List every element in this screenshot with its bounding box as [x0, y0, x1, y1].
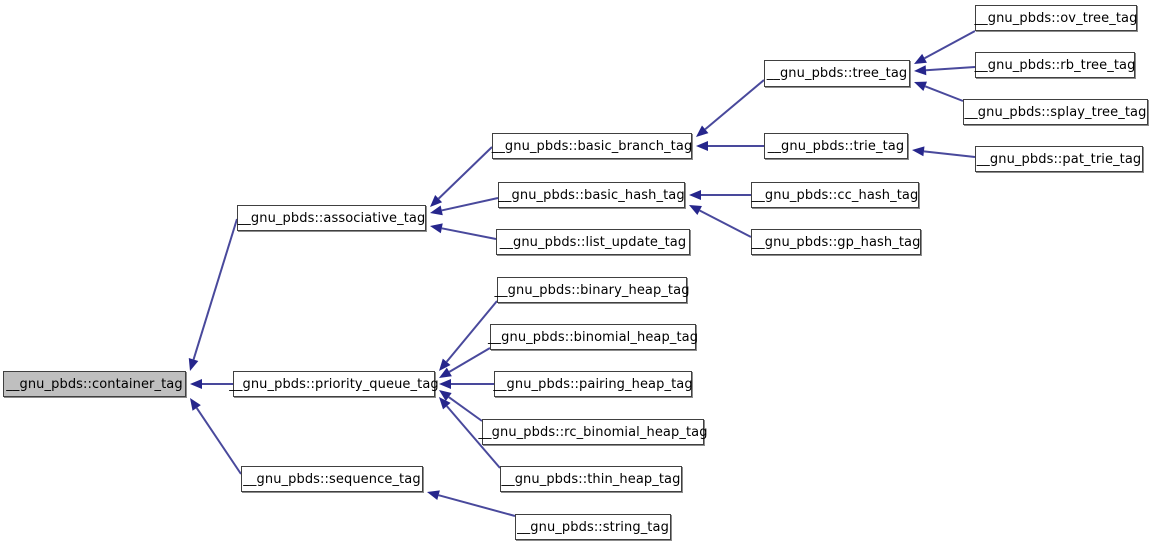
edge-associative_tag-to-container_tag — [188, 218, 238, 371]
edge-line — [923, 150, 976, 158]
node-container_tag[interactable]: __gnu_pbds::container_tag — [3, 371, 186, 397]
edge-line — [437, 146, 493, 200]
edge-arrowhead-icon — [914, 65, 927, 76]
edge-line — [446, 405, 501, 469]
edge-arrowhead-icon — [689, 190, 701, 200]
node-trie_tag[interactable]: __gnu_pbds::trie_tag — [764, 133, 908, 159]
node-thin_heap_tag[interactable]: __gnu_pbds::thin_heap_tag — [500, 466, 682, 492]
edge-basic_branch_tag-to-associative_tag — [430, 146, 493, 207]
node-label-container_tag: __gnu_pbds::container_tag — [6, 376, 183, 392]
node-tree_tag[interactable]: __gnu_pbds::tree_tag — [764, 60, 910, 87]
node-priority_queue_tag[interactable]: __gnu_pbds::priority_queue_tag — [229, 371, 439, 397]
edge-line — [448, 396, 483, 422]
node-label-splay_tree_tag: __gnu_pbds::splay_tree_tag — [964, 104, 1147, 120]
edge-pat_trie_tag-to-trie_tag — [912, 146, 976, 158]
node-label-pat_trie_tag: __gnu_pbds::pat_trie_tag — [976, 151, 1142, 167]
node-label-cc_hash_tag: __gnu_pbds::cc_hash_tag — [751, 187, 919, 203]
node-label-binomial_heap_tag: __gnu_pbds::binomial_heap_tag — [487, 329, 699, 345]
edge-arrowhead-icon — [439, 397, 451, 410]
edge-arrowhead-icon — [439, 358, 451, 371]
edge-arrowhead-icon — [188, 358, 199, 371]
node-label-priority_queue_tag: __gnu_pbds::priority_queue_tag — [229, 376, 439, 392]
node-label-string_tag: __gnu_pbds::string_tag — [517, 519, 669, 535]
edge-line — [924, 85, 964, 102]
edge-string_tag-to-sequence_tag — [427, 490, 516, 517]
edge-arrowhead-icon — [430, 205, 443, 216]
node-gp_hash_tag[interactable]: __gnu_pbds::gp_hash_tag — [751, 229, 921, 255]
edge-rc_binomial_heap_tag-to-priority_queue_tag — [439, 390, 483, 422]
node-pairing_heap_tag[interactable]: __gnu_pbds::pairing_heap_tag — [493, 371, 693, 397]
edge-priority_queue_tag-to-container_tag — [190, 379, 233, 389]
node-label-basic_branch_tag: __gnu_pbds::basic_branch_tag — [491, 138, 693, 154]
node-label-ov_tree_tag: __gnu_pbds::ov_tree_tag — [974, 10, 1138, 26]
edge-line — [441, 227, 497, 240]
edge-arrowhead-icon — [914, 81, 927, 92]
edge-arrowhead-icon — [190, 398, 201, 411]
edge-arrowhead-icon — [696, 141, 708, 151]
node-label-sequence_tag: __gnu_pbds::sequence_tag — [243, 471, 421, 487]
edge-arrowhead-icon — [912, 146, 925, 157]
node-label-thin_heap_tag: __gnu_pbds::thin_heap_tag — [501, 471, 681, 487]
node-label-binary_heap_tag: __gnu_pbds::binary_heap_tag — [494, 282, 690, 298]
edge-trie_tag-to-basic_branch_tag — [696, 141, 764, 151]
edge-pairing_heap_tag-to-priority_queue_tag — [439, 379, 494, 389]
edge-line — [448, 347, 491, 373]
node-label-gp_hash_tag: __gnu_pbds::gp_hash_tag — [751, 234, 921, 250]
node-label-rb_tree_tag: __gnu_pbds::rb_tree_tag — [974, 57, 1136, 73]
edge-arrowhead-icon — [190, 379, 202, 389]
node-ov_tree_tag[interactable]: __gnu_pbds::ov_tree_tag — [975, 5, 1137, 31]
node-cc_hash_tag[interactable]: __gnu_pbds::cc_hash_tag — [751, 182, 919, 208]
edge-binary_heap_tag-to-priority_queue_tag — [439, 300, 498, 371]
node-basic_hash_tag[interactable]: __gnu_pbds::basic_hash_tag — [498, 182, 685, 208]
edge-line — [704, 79, 765, 131]
edge-line — [699, 209, 752, 238]
edge-arrowhead-icon — [439, 379, 451, 389]
edge-arrowhead-icon — [430, 223, 443, 234]
node-label-basic_hash_tag: __gnu_pbds::basic_hash_tag — [498, 187, 685, 203]
node-splay_tree_tag[interactable]: __gnu_pbds::splay_tree_tag — [963, 99, 1148, 125]
edge-line — [925, 66, 976, 72]
node-label-rc_binomial_heap_tag: __gnu_pbds::rc_binomial_heap_tag — [478, 424, 708, 440]
edge-gp_hash_tag-to-basic_hash_tag — [689, 205, 752, 238]
edge-arrowhead-icon — [430, 195, 443, 207]
edge-line — [924, 30, 976, 60]
node-sequence_tag[interactable]: __gnu_pbds::sequence_tag — [241, 466, 423, 492]
node-label-list_update_tag: __gnu_pbds::list_update_tag — [499, 234, 687, 250]
node-binary_heap_tag[interactable]: __gnu_pbds::binary_heap_tag — [494, 277, 690, 303]
node-rc_binomial_heap_tag[interactable]: __gnu_pbds::rc_binomial_heap_tag — [478, 419, 707, 445]
edge-line — [445, 300, 498, 363]
edge-cc_hash_tag-to-basic_hash_tag — [689, 190, 751, 200]
node-basic_branch_tag[interactable]: __gnu_pbds::basic_branch_tag — [492, 133, 692, 159]
edge-arrowhead-icon — [427, 490, 440, 500]
edge-arrowhead-icon — [439, 390, 452, 402]
edge-arrowhead-icon — [439, 367, 452, 378]
edge-tree_tag-to-basic_branch_tag — [696, 79, 765, 137]
edge-sequence_tag-to-container_tag — [190, 398, 242, 475]
node-rb_tree_tag[interactable]: __gnu_pbds::rb_tree_tag — [975, 52, 1135, 78]
node-label-pairing_heap_tag: __gnu_pbds::pairing_heap_tag — [493, 376, 693, 392]
edge-arrowhead-icon — [914, 53, 927, 64]
edge-line — [192, 218, 238, 360]
edge-list_update_tag-to-associative_tag — [430, 223, 497, 240]
node-label-tree_tag: __gnu_pbds::tree_tag — [766, 66, 908, 81]
edge-line — [438, 494, 516, 517]
edge-arrowhead-icon — [696, 125, 709, 137]
edge-splay_tree_tag-to-tree_tag — [914, 81, 964, 102]
node-label-associative_tag: __gnu_pbds::associative_tag — [237, 210, 426, 226]
node-string_tag[interactable]: __gnu_pbds::string_tag — [515, 514, 671, 540]
edge-ov_tree_tag-to-tree_tag — [914, 30, 976, 64]
edge-rb_tree_tag-to-tree_tag — [914, 65, 976, 76]
edge-thin_heap_tag-to-priority_queue_tag — [439, 397, 501, 469]
edge-basic_hash_tag-to-associative_tag — [430, 197, 499, 216]
edge-line — [195, 407, 242, 475]
edge-binomial_heap_tag-to-priority_queue_tag — [439, 347, 491, 378]
node-pat_trie_tag[interactable]: __gnu_pbds::pat_trie_tag — [975, 146, 1143, 172]
node-label-trie_tag: __gnu_pbds::trie_tag — [767, 138, 905, 154]
edge-arrowhead-icon — [689, 205, 702, 215]
node-associative_tag[interactable]: __gnu_pbds::associative_tag — [237, 205, 426, 231]
node-list_update_tag[interactable]: __gnu_pbds::list_update_tag — [496, 229, 690, 255]
node-binomial_heap_tag[interactable]: __gnu_pbds::binomial_heap_tag — [487, 324, 699, 350]
edge-line — [441, 197, 499, 212]
